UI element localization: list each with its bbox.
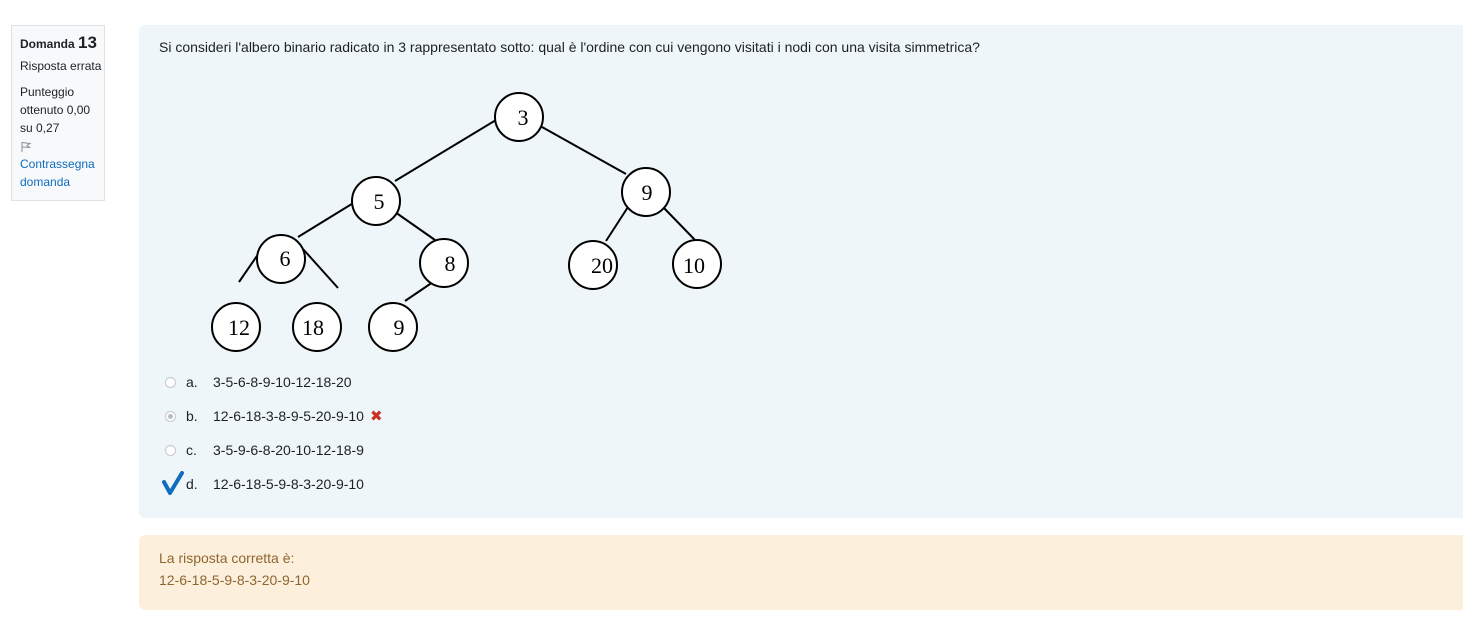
answer-text: 3-5-6-8-9-10-12-18-20	[213, 374, 352, 390]
answer-letter: d.	[186, 476, 198, 492]
feedback-answer: 12-6-18-5-9-8-3-20-9-10	[159, 572, 310, 588]
tree-node-9b	[368, 302, 418, 352]
tree-label: 9	[642, 180, 653, 205]
question-state: Risposta errata	[20, 59, 102, 73]
correct-answer-feedback: La risposta corretta è: 12-6-18-5-9-8-3-…	[139, 535, 1463, 610]
tree-node-20	[568, 240, 618, 290]
answer-radio[interactable]	[165, 410, 176, 422]
tree-label: 9	[394, 315, 405, 340]
flag-icon[interactable]	[20, 141, 32, 153]
question-grade: Punteggio ottenuto 0,00 su 0,27	[20, 85, 91, 135]
feedback-label: La risposta corretta è:	[159, 550, 295, 566]
answer-text: 12-6-18-5-9-8-3-20-9-10	[213, 476, 364, 492]
question-text: Si consideri l'albero binario radicato i…	[159, 39, 980, 55]
tree-node-3	[494, 92, 544, 142]
tree-label: 5	[374, 189, 385, 214]
tree-label: 20	[591, 253, 613, 278]
tree-label: 18	[302, 315, 324, 340]
correct-check-icon	[162, 471, 184, 495]
answer-text: 3-5-9-6-8-20-10-12-18-9	[213, 442, 364, 458]
tree-label: 3	[518, 105, 529, 130]
answer-option-d[interactable]: d. 12-6-18-5-9-8-3-20-9-10	[162, 467, 383, 501]
answer-letter: a.	[186, 374, 198, 390]
tree-node-8	[419, 238, 469, 288]
tree-node-12	[211, 302, 261, 352]
tree-node-6	[256, 234, 306, 284]
incorrect-icon: ✖	[369, 408, 383, 425]
answer-radio[interactable]	[165, 376, 176, 388]
question-info-panel: Domanda 13 Risposta errata Punteggio ott…	[11, 25, 105, 201]
question-number: Domanda 13	[20, 33, 97, 52]
answer-option-c[interactable]: c. 3-5-9-6-8-20-10-12-18-9	[165, 433, 383, 467]
question-content: Si consideri l'albero binario radicato i…	[139, 25, 1463, 518]
tree-label: 8	[445, 251, 456, 276]
tree-node-18	[292, 302, 342, 352]
answer-text: 12-6-18-3-8-9-5-20-9-10	[213, 408, 364, 424]
tree-node-10	[672, 239, 722, 289]
tree-label: 6	[280, 246, 291, 271]
answer-options: a. 3-5-6-8-9-10-12-18-20 b. 12-6-18-3-8-…	[162, 365, 383, 501]
tree-label: 12	[228, 315, 250, 340]
binary-tree-image: 3 5 9 6 8 20 10 12 18 9	[211, 92, 722, 352]
answer-radio[interactable]	[165, 444, 176, 456]
tree-label: 10	[683, 253, 705, 278]
tree-node-5	[351, 176, 401, 226]
answer-letter: b.	[186, 408, 198, 424]
flag-question-link[interactable]: Contrassegna domanda	[20, 157, 95, 189]
tree-node-9	[621, 167, 671, 217]
answer-option-a[interactable]: a. 3-5-6-8-9-10-12-18-20	[165, 365, 383, 399]
answer-option-b[interactable]: b. 12-6-18-3-8-9-5-20-9-10 ✖	[165, 399, 383, 433]
answer-letter: c.	[186, 442, 197, 458]
